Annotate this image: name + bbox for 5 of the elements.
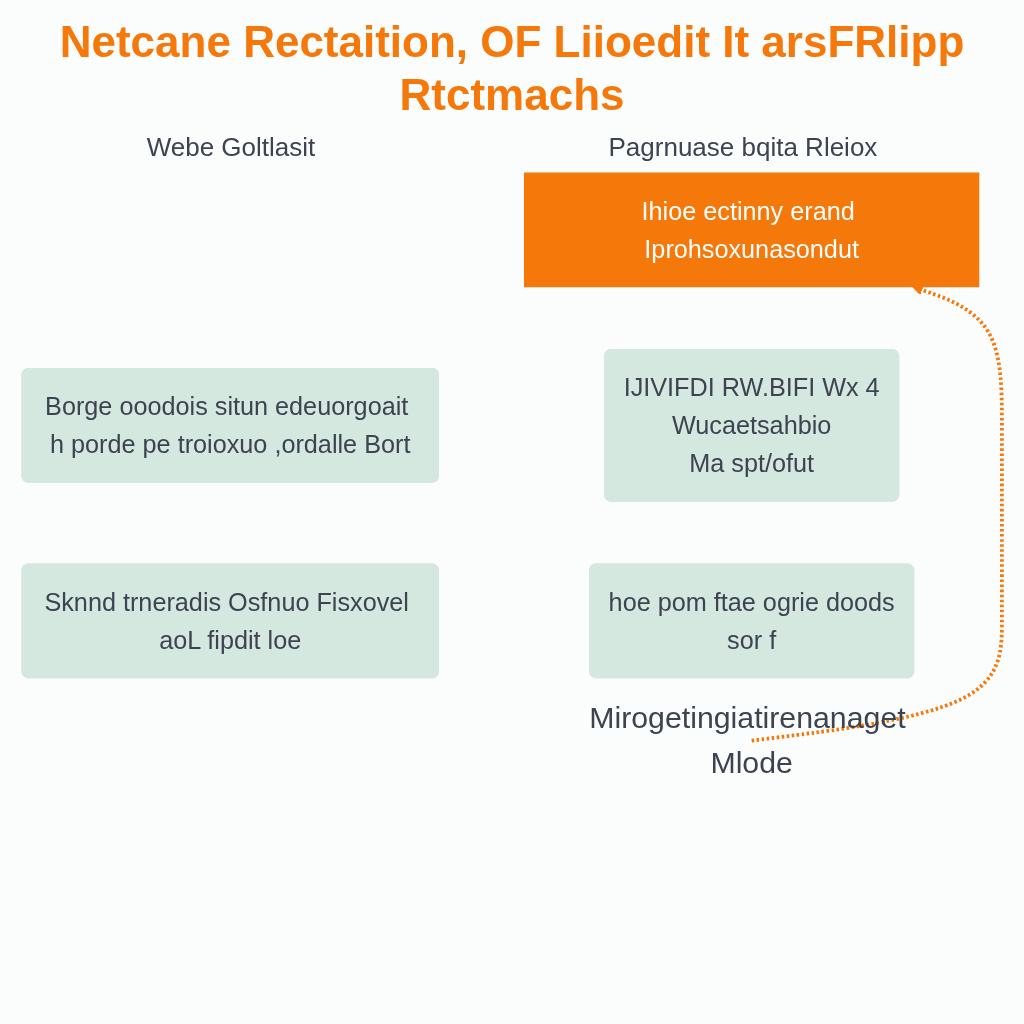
title: Netcane Rectaition, OF Liioedit It arsFRlipp Rtctmachs (58, 16, 966, 121)
node-text: Mirogetingiatirenanaget Mlode (589, 699, 906, 780)
column-heading: Pagrnuase bqita Rleiox (608, 131, 878, 163)
column-heading: Webe Goltlasit (146, 131, 316, 163)
node-box: Ihioe ectinny erand Iprohsoxunasondut (524, 172, 980, 287)
